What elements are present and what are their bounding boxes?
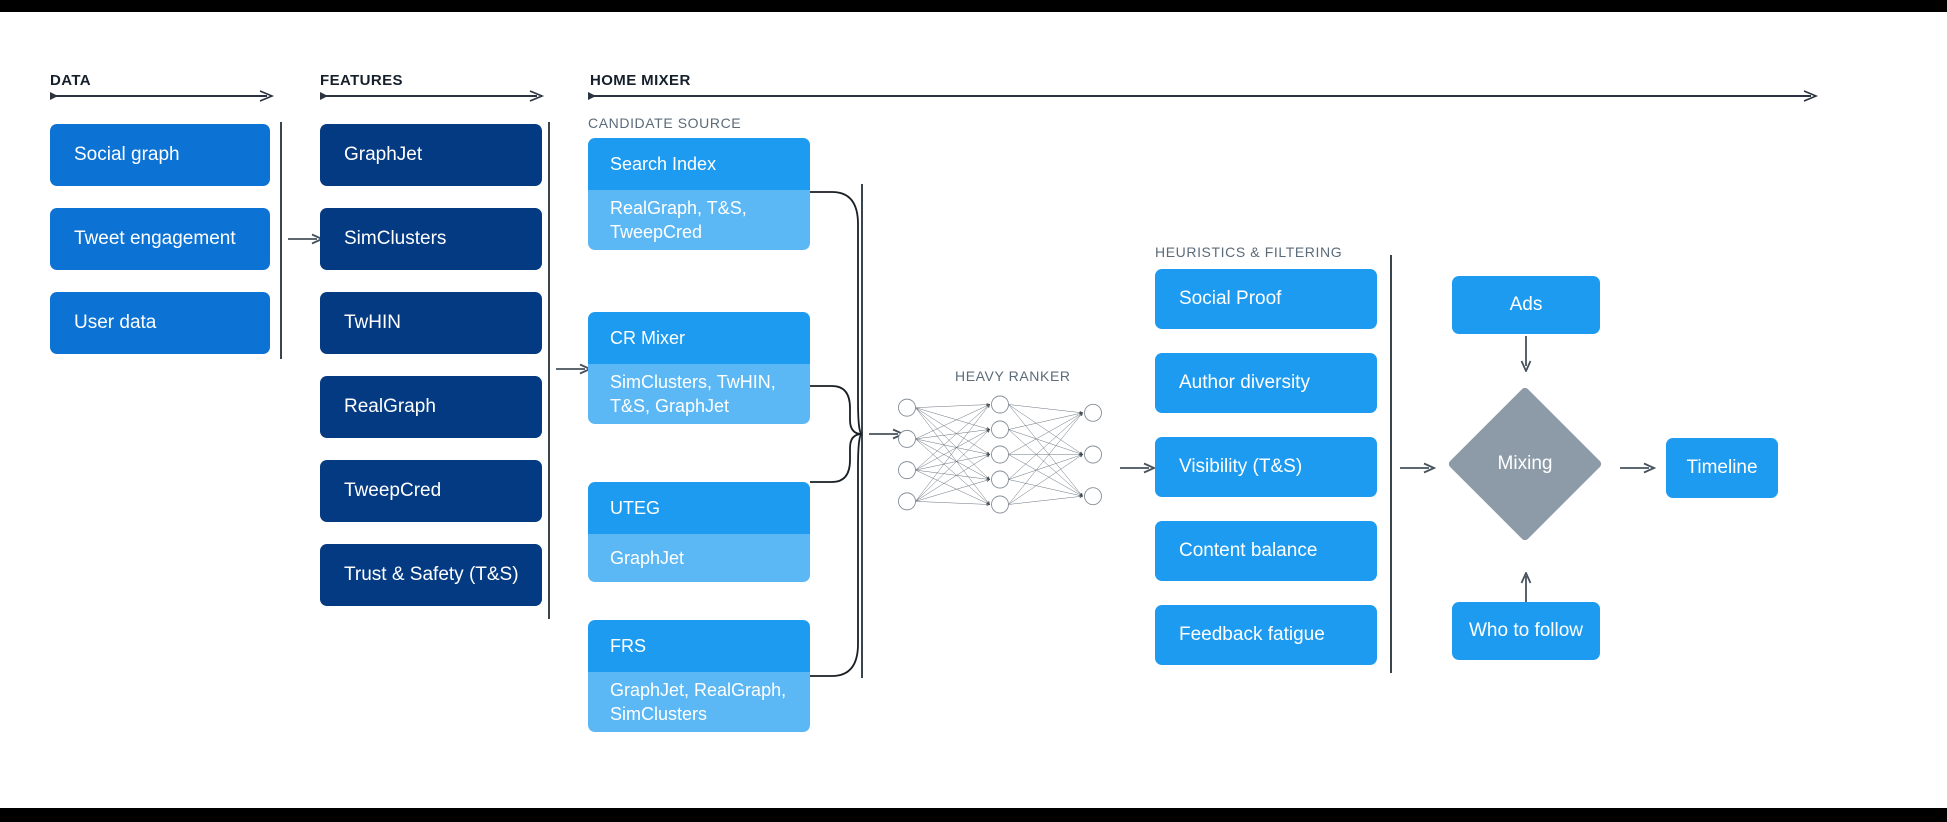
feature-box-label: Trust & Safety (T&S) — [344, 563, 519, 585]
mixing-label: Mixing — [1497, 453, 1553, 474]
candidate-source-card-frs[interactable]: FRS GraphJet, RealGraph, SimClusters — [588, 620, 810, 732]
data-box-social-graph[interactable]: Social graph — [50, 124, 270, 186]
section-label-home-mixer: HOME MIXER — [590, 72, 691, 89]
divider-candidate-ranker — [861, 184, 863, 678]
arrow-heuristics-to-mixing — [1400, 462, 1436, 474]
mixing-diamond[interactable]: Mixing — [1447, 386, 1603, 542]
output-box-timeline[interactable]: Timeline — [1666, 438, 1778, 498]
output-box-ads[interactable]: Ads — [1452, 276, 1600, 334]
section-arrow-features — [318, 90, 546, 102]
feature-box-trust-safety[interactable]: Trust & Safety (T&S) — [320, 544, 542, 606]
divider-features-home — [548, 122, 550, 619]
candidate-source-collector-bracket — [806, 190, 868, 678]
feature-box-label: TwHIN — [344, 311, 401, 333]
heuristic-box-label: Content balance — [1179, 539, 1318, 561]
data-box-label: Tweet engagement — [74, 227, 236, 249]
candidate-source-title: CR Mixer — [588, 312, 810, 364]
divider-heuristics-output — [1390, 255, 1392, 673]
section-label-features: FEATURES — [320, 72, 403, 89]
arrow-mixing-to-timeline — [1620, 462, 1656, 474]
sublabel-candidate-source: CANDIDATE SOURCE — [588, 115, 742, 131]
output-box-label: Who to follow — [1468, 619, 1584, 641]
arrow-features-to-candidate — [556, 363, 592, 375]
section-arrow-home-mixer — [586, 90, 1820, 102]
feature-box-twhin[interactable]: TwHIN — [320, 292, 542, 354]
heuristic-box-feedback-fatigue[interactable]: Feedback fatigue — [1155, 605, 1377, 665]
divider-data-features — [280, 122, 282, 359]
feature-box-tweepcred[interactable]: TweepCred — [320, 460, 542, 522]
output-box-label: Ads — [1509, 293, 1543, 315]
feature-box-label: RealGraph — [344, 395, 436, 417]
heuristic-box-label: Feedback fatigue — [1179, 623, 1325, 645]
heavy-ranker-neural-network — [895, 392, 1105, 522]
candidate-source-title: FRS — [588, 620, 810, 672]
feature-box-simclusters[interactable]: SimClusters — [320, 208, 542, 270]
feature-box-label: TweepCred — [344, 479, 442, 501]
heuristic-box-label: Visibility (T&S) — [1179, 455, 1303, 477]
heuristic-box-social-proof[interactable]: Social Proof — [1155, 269, 1377, 329]
sublabel-heavy-ranker: HEAVY RANKER — [955, 368, 1071, 384]
arrow-data-to-features — [288, 233, 324, 245]
candidate-source-title: Search Index — [588, 138, 810, 190]
section-label-data: DATA — [50, 72, 92, 89]
candidate-source-features: GraphJet, RealGraph, SimClusters — [588, 672, 810, 732]
sublabel-heuristics: HEURISTICS & FILTERING — [1155, 244, 1343, 260]
heuristic-box-author-diversity[interactable]: Author diversity — [1155, 353, 1377, 413]
data-box-label: Social graph — [74, 143, 180, 165]
feature-box-label: SimClusters — [344, 227, 447, 249]
feature-box-graphjet[interactable]: GraphJet — [320, 124, 542, 186]
feature-box-realgraph[interactable]: RealGraph — [320, 376, 542, 438]
arrow-ranker-to-heuristics — [1120, 462, 1156, 474]
candidate-source-features: SimClusters, TwHIN, T&S, GraphJet — [588, 364, 810, 424]
output-box-label: Timeline — [1686, 456, 1758, 478]
arrow-ads-to-mixing — [1520, 336, 1532, 372]
diagram-canvas: DATA FEATURES HOME MIXER Social graph Tw… — [0, 12, 1947, 808]
heuristic-box-visibility[interactable]: Visibility (T&S) — [1155, 437, 1377, 497]
feature-box-label: GraphJet — [344, 143, 423, 165]
candidate-source-features: GraphJet — [588, 534, 810, 582]
candidate-source-features: RealGraph, T&S, TweepCred — [588, 190, 810, 250]
candidate-source-card-cr-mixer[interactable]: CR Mixer SimClusters, TwHIN, T&S, GraphJ… — [588, 312, 810, 424]
data-box-tweet-engagement[interactable]: Tweet engagement — [50, 208, 270, 270]
heuristic-box-label: Social Proof — [1179, 287, 1282, 309]
candidate-source-card-search-index[interactable]: Search Index RealGraph, T&S, TweepCred — [588, 138, 810, 250]
data-box-label: User data — [74, 311, 157, 333]
output-box-who-to-follow[interactable]: Who to follow — [1452, 602, 1600, 660]
data-box-user-data[interactable]: User data — [50, 292, 270, 354]
candidate-source-title: UTEG — [588, 482, 810, 534]
heuristic-box-content-balance[interactable]: Content balance — [1155, 521, 1377, 581]
candidate-source-card-uteg[interactable]: UTEG GraphJet — [588, 482, 810, 582]
heuristic-box-label: Author diversity — [1179, 371, 1310, 393]
section-arrow-data — [48, 90, 276, 102]
